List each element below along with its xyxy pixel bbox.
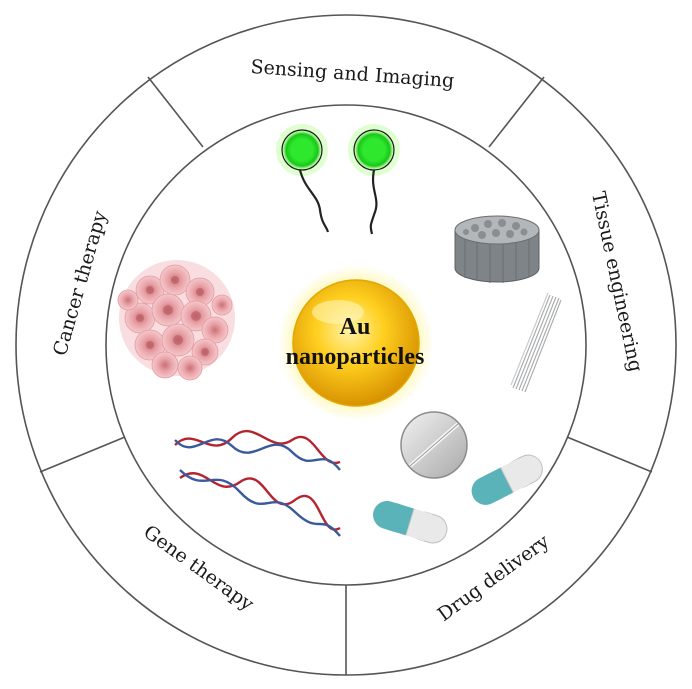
- segment-dividers: [39, 76, 653, 675]
- gold-nanoparticle-icon: [278, 265, 434, 421]
- divider-tissue-drug: [566, 436, 653, 473]
- scaffold-icon: [454, 215, 540, 283]
- fluorescent-probe-icon: [276, 124, 400, 235]
- dna-helix-icon: [174, 430, 341, 537]
- nanofiber-icon: [510, 292, 562, 393]
- pill-capsule-icon: [373, 411, 543, 544]
- center-label-nanoparticles: nanoparticles: [286, 344, 425, 370]
- tumor-cell-cluster-icon: [117, 260, 235, 381]
- center-label-au: Au: [340, 314, 371, 340]
- divider-gene-cancer: [39, 436, 126, 473]
- divider-cancer-sensing: [147, 76, 204, 148]
- divider-sensing-tissue: [488, 76, 545, 148]
